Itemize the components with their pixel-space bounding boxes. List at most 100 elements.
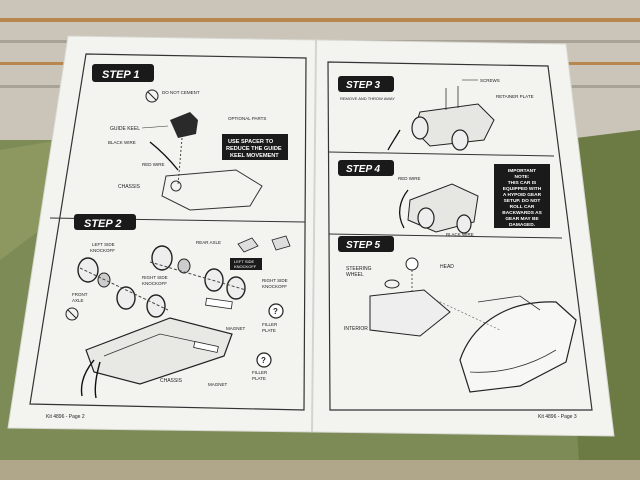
knockoff-part — [237, 237, 259, 253]
step2-badge — [74, 214, 136, 230]
right-knockoff-tag-2: KNOCKOFF — [262, 284, 287, 289]
wheel — [146, 294, 166, 318]
retainer-plate-label: RETAINER PLATE — [496, 94, 534, 99]
step4-section: STEP 4 RED WIRE BLACK WIRE IMPORTANT NOT… — [338, 160, 550, 237]
right-side-knockoff-label-2: KNOCKOFF — [142, 281, 167, 286]
note-line: THIS CAR IS — [508, 180, 537, 186]
left-knockoff-tag-1: LEFT SIDE — [234, 259, 254, 264]
magnet-label-1: MAGNET — [226, 326, 246, 331]
step5-badge — [338, 236, 394, 252]
chassis-part — [85, 317, 233, 385]
body-detail — [477, 295, 541, 311]
step4-badge — [338, 160, 394, 176]
hub — [177, 258, 191, 274]
red-wire-label: RED WIRE — [142, 162, 165, 167]
chassis-detail — [103, 333, 207, 357]
important-note-box — [494, 164, 550, 228]
note-line: ROLL CAR — [510, 204, 535, 210]
wheel — [226, 276, 246, 300]
wire — [80, 359, 95, 397]
left-knockoff-tag — [230, 258, 262, 270]
keel-slot — [170, 180, 182, 192]
note-line: SETUP. DO NOT — [504, 198, 541, 204]
interior-part — [369, 289, 451, 337]
grass-patch — [0, 140, 60, 260]
note-line: EQUIPPED WITH — [503, 186, 542, 192]
rear-axle-label: REAR AXLE — [196, 240, 221, 245]
note-line: GEAR MAY BE — [505, 216, 539, 222]
red-wire-label: RED WIRE — [398, 176, 421, 181]
optional-part-icon — [268, 303, 284, 319]
left-page-footer: Kit 4896 - Page 2 — [46, 414, 85, 420]
do-not-cement-label: DO NOT CEMENT — [162, 90, 200, 95]
front-axle-label-1: FRONT — [72, 292, 88, 297]
callout-line-3: KEEL MOVEMENT — [230, 153, 279, 159]
track-stripe — [0, 18, 640, 22]
remove-label: REMOVE AND THROW AWAY — [340, 96, 395, 101]
interior-label: INTERIOR — [344, 326, 368, 332]
wheel — [77, 257, 99, 283]
step1-section: STEP 1 DO NOT CEMENT GUIDE KEEL BLACK WI… — [92, 64, 288, 211]
wire — [387, 129, 401, 151]
step-divider — [328, 151, 555, 157]
wheel — [417, 207, 435, 229]
fold-line — [311, 39, 317, 433]
optional-parts-label: OPTIONAL PARTS — [228, 116, 266, 121]
guide-keel-part — [170, 112, 198, 138]
step2-title: STEP 2 — [84, 218, 122, 230]
black-wire-label: BLACK WIRE — [446, 232, 474, 237]
right-side-knockoff-label-1: RIGHT SIDE — [142, 275, 168, 280]
note-line: NOTE: — [515, 174, 530, 180]
no-cement-icon — [65, 307, 79, 321]
callout-line-2: REDUCE THE GUIDE — [226, 146, 282, 152]
right-knockoff-tag-1: RIGHT SIDE — [262, 278, 288, 283]
magnet-part — [205, 297, 233, 310]
question-mark: ? — [261, 356, 266, 365]
steering-wheel-label-1: STEERING — [346, 266, 372, 272]
filler-plate-label-1a: FILLER — [262, 322, 278, 327]
filler-plate-label-2b: PLATE — [252, 376, 266, 381]
filler-plate-label-1b: PLATE — [262, 328, 276, 333]
note-line: A HYPOID GEAR — [503, 192, 542, 198]
step1-badge — [92, 64, 154, 82]
note-line: IMPORTANT — [508, 168, 536, 174]
no-cement-slash — [67, 309, 77, 319]
note-line: BACKWARDS AS — [502, 210, 542, 216]
axle-line — [79, 267, 169, 311]
wheel — [151, 245, 173, 271]
step1-title: STEP 1 — [102, 69, 140, 81]
front-axle-label-2: AXLE — [72, 298, 84, 303]
chassis-label: CHASSIS — [118, 184, 141, 190]
no-cement-icon — [145, 89, 159, 103]
step4-title: STEP 4 — [346, 164, 381, 175]
left-side-knockoff-label-2: KNOCKOFF — [90, 248, 115, 253]
wheel — [204, 268, 224, 292]
step3-title: STEP 3 — [346, 80, 381, 91]
step-divider — [328, 233, 563, 239]
optional-part-icon — [256, 352, 272, 368]
step5-section: STEP 5 STEERING WHEEL HEAD INTERIOR — [338, 236, 577, 393]
question-mark: ? — [273, 307, 278, 316]
car-body-part — [459, 301, 577, 393]
callout-line-1: USE SPACER TO — [228, 139, 274, 145]
steering-wheel-part — [384, 279, 400, 289]
left-page-frame — [29, 53, 307, 411]
screws-label: SCREWS — [480, 78, 500, 83]
driver-head-part — [405, 257, 419, 271]
magnet-part — [193, 341, 219, 353]
note-line: DAMAGED. — [509, 222, 535, 228]
leader-line — [141, 125, 169, 129]
right-page-footer: Kit 4896 - Page 3 — [538, 414, 577, 420]
wire — [94, 361, 101, 399]
right-page-frame — [327, 61, 593, 411]
wheel — [411, 116, 429, 140]
knockoff-part — [271, 235, 291, 251]
left-knockoff-tag-2: KNOCKOFF — [234, 264, 257, 269]
track-edge — [0, 460, 640, 480]
wheel — [456, 214, 472, 234]
magnet-label-2: MAGNET — [208, 382, 228, 387]
black-wire — [149, 141, 179, 171]
spacer-callout-box — [222, 134, 288, 160]
black-wire-label: BLACK WIRE — [108, 140, 136, 145]
